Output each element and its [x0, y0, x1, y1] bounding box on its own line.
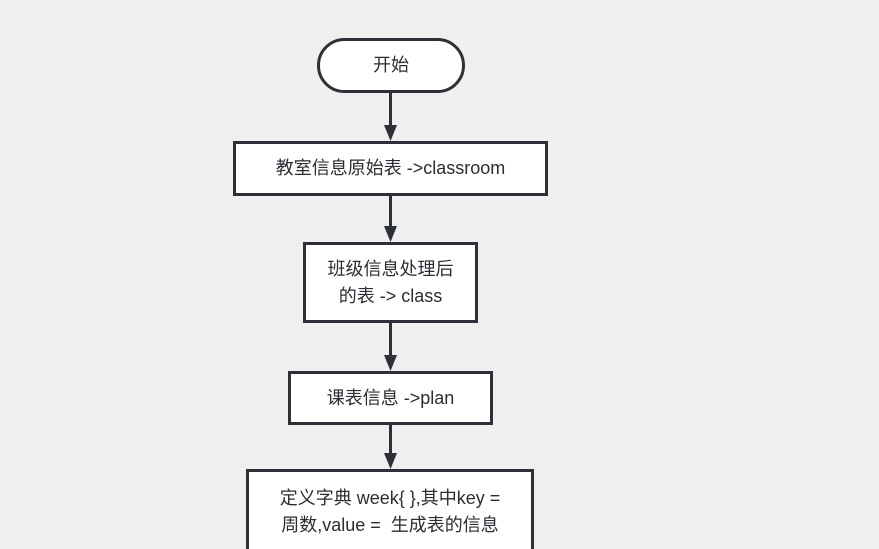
node-plan-table: 课表信息 ->plan	[288, 371, 493, 425]
arrowhead-down-icon	[384, 125, 397, 141]
connector-classroom-to-class	[384, 196, 397, 242]
arrowhead-down-icon	[384, 453, 397, 469]
node-start-label: 开始	[373, 55, 409, 75]
connector-class-to-plan	[384, 323, 397, 371]
node-classroom-table: 教室信息原始表 ->classroom	[233, 141, 548, 196]
connector-plan-to-week	[384, 425, 397, 469]
connector-start-to-classroom	[384, 93, 397, 141]
node-week-dict: 定义字典 week{ },其中key = 周数,value = 生成表的信息	[246, 469, 534, 549]
node-start-terminator: 开始	[317, 38, 465, 93]
node-week-dict-label: 定义字典 week{ },其中key = 周数,value = 生成表的信息	[279, 488, 501, 535]
node-plan-table-label: 课表信息 ->plan	[326, 387, 455, 408]
arrowhead-down-icon	[384, 226, 397, 242]
node-classroom-table-label: 教室信息原始表 ->classroom	[275, 158, 506, 178]
node-class-table: 班级信息处理后 的表 -> class	[303, 242, 478, 323]
arrowhead-down-icon	[384, 355, 397, 371]
node-class-table-label: 班级信息处理后 的表 -> class	[327, 258, 454, 306]
